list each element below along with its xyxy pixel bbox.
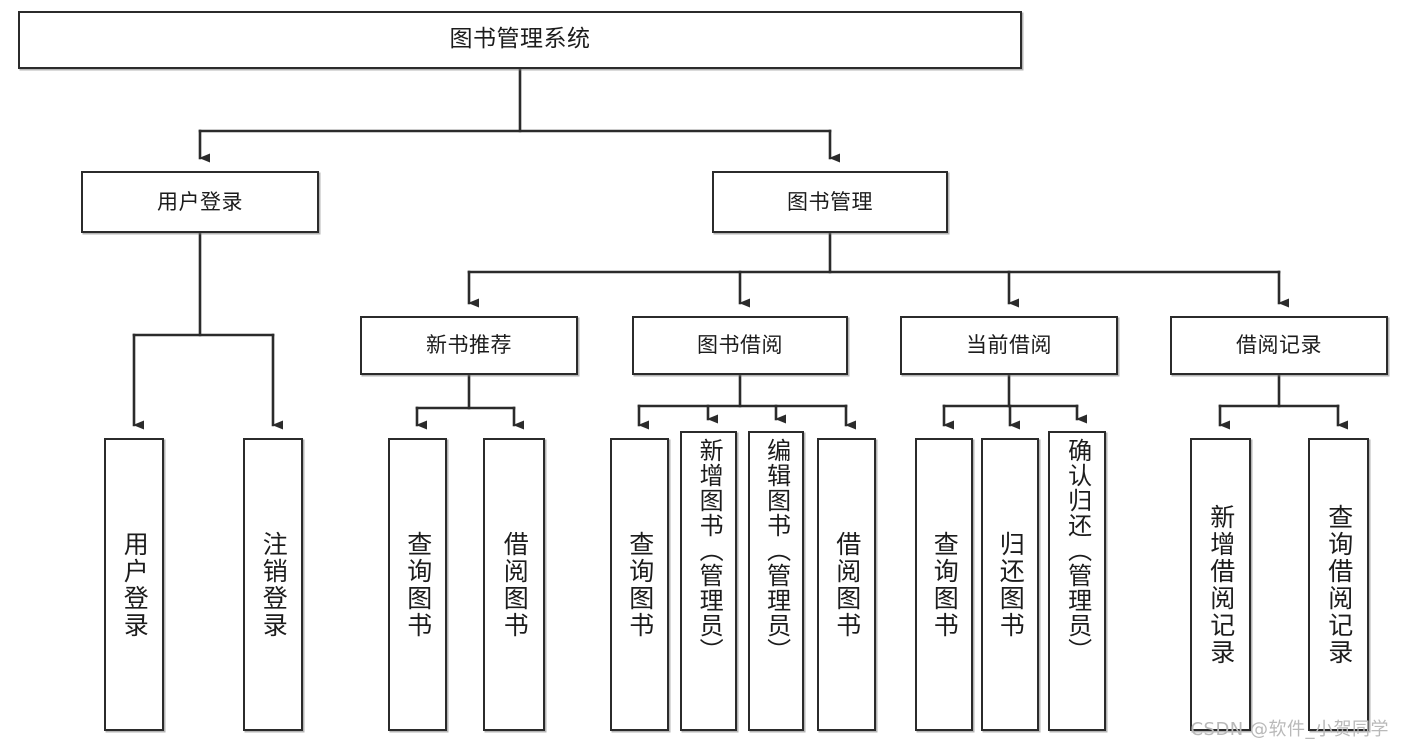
node-label: 新增图书（管理员） [695,438,724,663]
node-label: 编辑图书（管理员） [762,438,791,663]
leaf-edit-book-admin[interactable]: 编辑图书（管理员） [748,431,804,731]
node-book-borrow[interactable]: 图书借阅 [632,316,848,375]
leaf-query-book-2[interactable]: 查询图书 [610,438,669,731]
leaf-add-borrow-record[interactable]: 新增借阅记录 [1190,438,1251,731]
node-root-system[interactable]: 图书管理系统 [18,11,1022,69]
node-borrow-history[interactable]: 借阅记录 [1170,316,1388,375]
node-label: 新书推荐 [426,333,512,358]
node-label: 图书借阅 [697,333,783,358]
node-label: 注销登录 [259,530,289,639]
leaf-add-book-admin[interactable]: 新增图书（管理员） [680,431,737,731]
leaf-borrow-book-2[interactable]: 借阅图书 [817,438,876,731]
node-label: 借阅图书 [500,530,530,639]
node-label: 确认归还（管理员） [1063,438,1092,663]
node-label: 归还图书 [996,530,1026,639]
node-book-management[interactable]: 图书管理 [712,171,948,233]
node-label: 图书管理 [787,189,873,214]
node-label: 图书管理系统 [449,26,591,53]
node-label: 当前借阅 [966,333,1052,358]
node-label: 用户登录 [157,189,243,214]
leaf-query-book-3[interactable]: 查询图书 [915,438,973,731]
node-label: 查询图书 [930,530,960,639]
leaf-return-book[interactable]: 归还图书 [981,438,1039,731]
node-label: 查询图书 [625,530,655,639]
node-user-login[interactable]: 用户登录 [81,171,319,233]
node-label: 查询图书 [403,530,433,639]
leaf-query-borrow-record[interactable]: 查询借阅记录 [1308,438,1369,731]
leaf-logout[interactable]: 注销登录 [243,438,303,731]
node-label: 用户登录 [120,530,150,639]
leaf-borrow-book-1[interactable]: 借阅图书 [483,438,545,731]
leaf-user-login[interactable]: 用户登录 [104,438,164,731]
leaf-query-book-1[interactable]: 查询图书 [388,438,447,731]
node-current-borrow[interactable]: 当前借阅 [900,316,1118,375]
csdn-watermark: CSDN @软件_小贺同学 [1190,719,1389,740]
node-new-book-recommend[interactable]: 新书推荐 [360,316,578,375]
node-label: 查询借阅记录 [1324,503,1354,666]
leaf-confirm-return-admin[interactable]: 确认归还（管理员） [1048,431,1106,731]
node-label: 借阅记录 [1236,333,1322,358]
node-label: 借阅图书 [832,530,862,639]
node-label: 新增借阅记录 [1206,503,1236,666]
